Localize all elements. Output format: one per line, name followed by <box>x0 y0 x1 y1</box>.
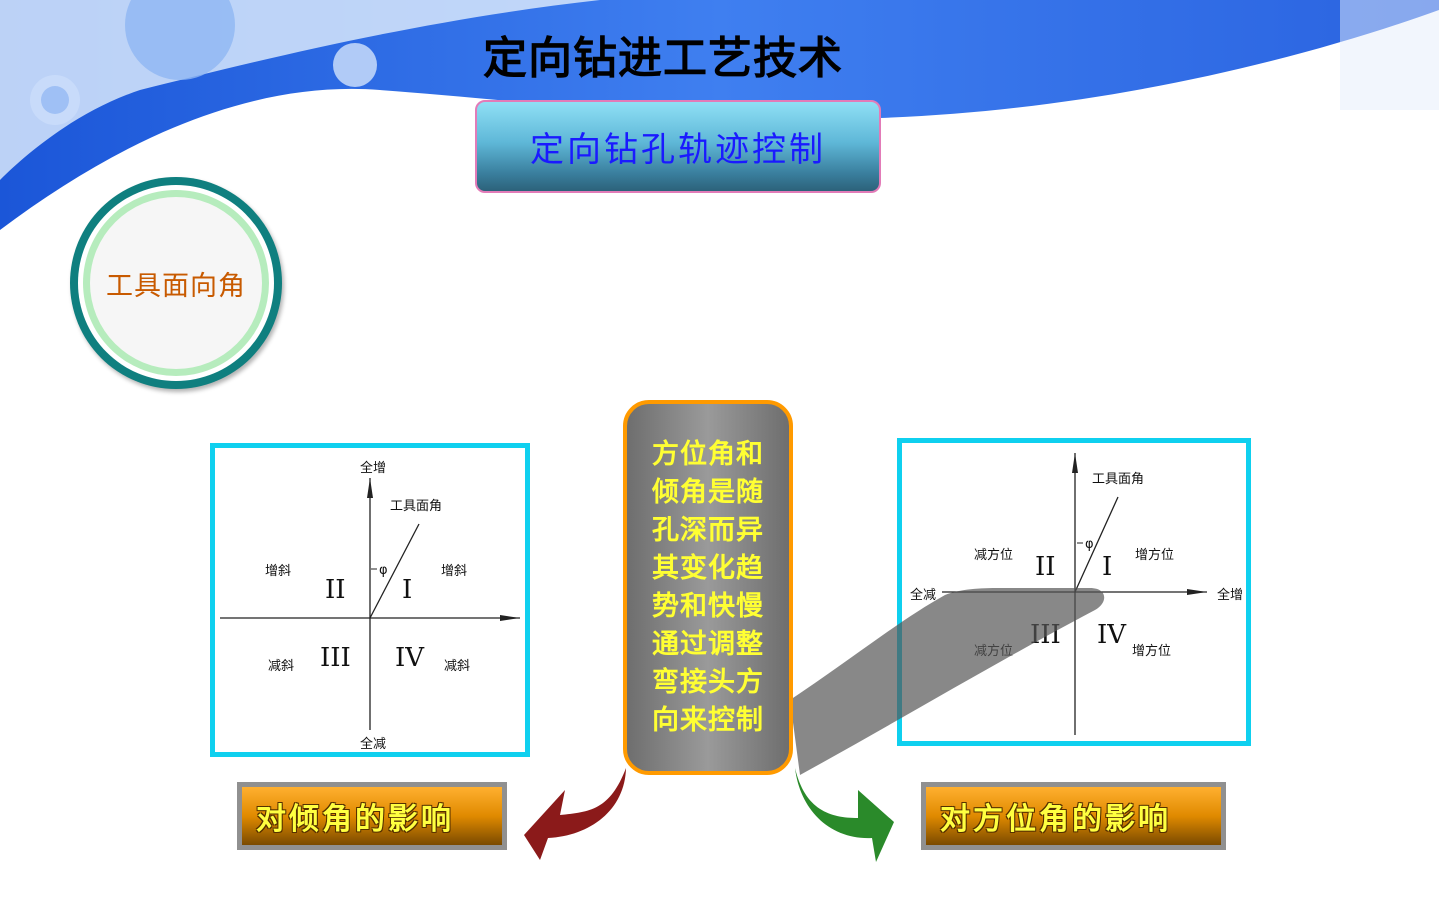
axis-left-label: 全减 <box>910 587 936 603</box>
axis-bottom-label: 全减 <box>360 736 386 752</box>
azimuth-diagram: 工具面角 φ 全减 全增 减方位 增方位 减方位 增方位 II I III IV <box>897 438 1251 746</box>
quadrant-label-q3: 减方位 <box>974 643 1013 659</box>
axis-right-label: 全增 <box>1217 587 1243 603</box>
explanation-line: 弯接头方 <box>652 666 764 698</box>
explanation-line: 倾角是随 <box>652 476 764 508</box>
explanation-line: 其变化趋 <box>652 552 764 584</box>
quadrant-III: III <box>1030 620 1061 650</box>
quadrant-label-q1: 增方位 <box>1135 547 1174 563</box>
explanation-line: 方位角和 <box>652 438 764 470</box>
subtitle: 定向钻孔轨迹控制 <box>530 130 826 170</box>
subtitle-banner: 定向钻孔轨迹控制 <box>475 100 881 193</box>
quadrant-label-q1: 增斜 <box>441 564 467 579</box>
quadrant-label-q2: 增斜 <box>265 564 291 579</box>
quadrant-label-q4: 增方位 <box>1132 643 1171 659</box>
phi-label: φ <box>1085 537 1094 552</box>
quadrant-label-q3: 减斜 <box>268 659 294 674</box>
quadrant-II: II <box>325 575 346 605</box>
quadrant-label-q2: 减方位 <box>974 547 1013 563</box>
explanation-line: 通过调整 <box>652 628 764 660</box>
topic-circle: 工具面向角 <box>70 177 282 389</box>
inclination-diagram: 全增 全减 工具面角 φ 增斜 增斜 减斜 减斜 II I III IV <box>210 443 530 757</box>
quadrant-I: I <box>1102 552 1112 582</box>
center-explanation-box: 方位角和 倾角是随 孔深而异 其变化趋 势和快慢 通过调整 弯接头方 向来控制 <box>623 400 793 775</box>
axis-top-label: 全增 <box>360 460 386 476</box>
explanation-line: 向来控制 <box>652 704 764 736</box>
explanation-line: 孔深而异 <box>652 514 764 546</box>
phi-label: φ <box>379 563 388 578</box>
quadrant-IV: IV <box>1097 620 1127 650</box>
quadrant-III: III <box>320 643 351 673</box>
quadrant-IV: IV <box>395 643 425 673</box>
quadrant-II: II <box>1035 552 1056 582</box>
azimuth-caption-box: 对方位角的影响 <box>921 782 1226 850</box>
tool-face-label: 工具面角 <box>390 499 442 514</box>
quadrant-label-q4: 减斜 <box>444 659 470 674</box>
inclination-caption: 对倾角的影响 <box>256 802 454 837</box>
tool-face-label: 工具面角 <box>1092 472 1144 487</box>
quadrant-I: I <box>402 575 412 605</box>
explanation-line: 势和快慢 <box>652 590 764 622</box>
circle-label: 工具面向角 <box>106 270 246 302</box>
azimuth-caption: 对方位角的影响 <box>940 802 1171 837</box>
inclination-caption-box: 对倾角的影响 <box>237 782 507 850</box>
page-title: 定向钻进工艺技术 <box>483 33 843 84</box>
